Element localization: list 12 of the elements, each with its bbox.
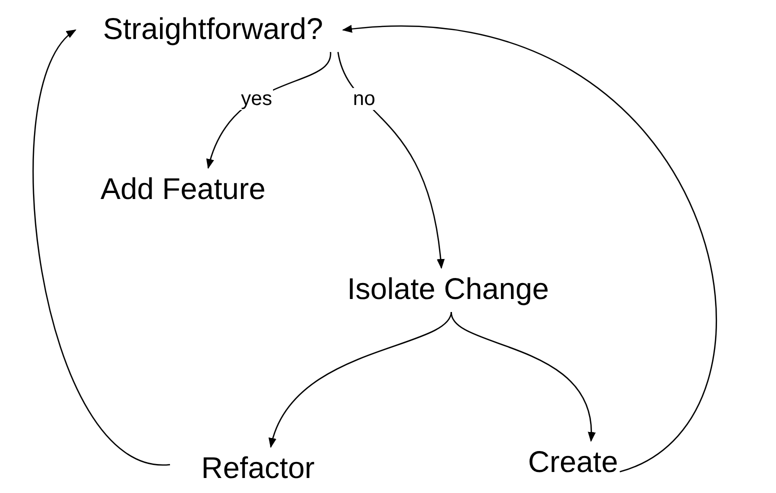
arrow xyxy=(337,52,444,269)
edge-label: yes xyxy=(240,88,274,110)
node-label: Create xyxy=(528,441,618,485)
arrow xyxy=(270,312,452,448)
edge-label: no xyxy=(352,88,376,110)
arrow xyxy=(450,312,595,442)
node-label: Isolate Change xyxy=(283,268,613,312)
arrow xyxy=(342,26,717,472)
arrow xyxy=(32,29,170,466)
node-label: Refactor xyxy=(178,447,338,491)
node-label: Add Feature xyxy=(78,168,288,212)
node-label: Straightforward? xyxy=(88,8,338,52)
